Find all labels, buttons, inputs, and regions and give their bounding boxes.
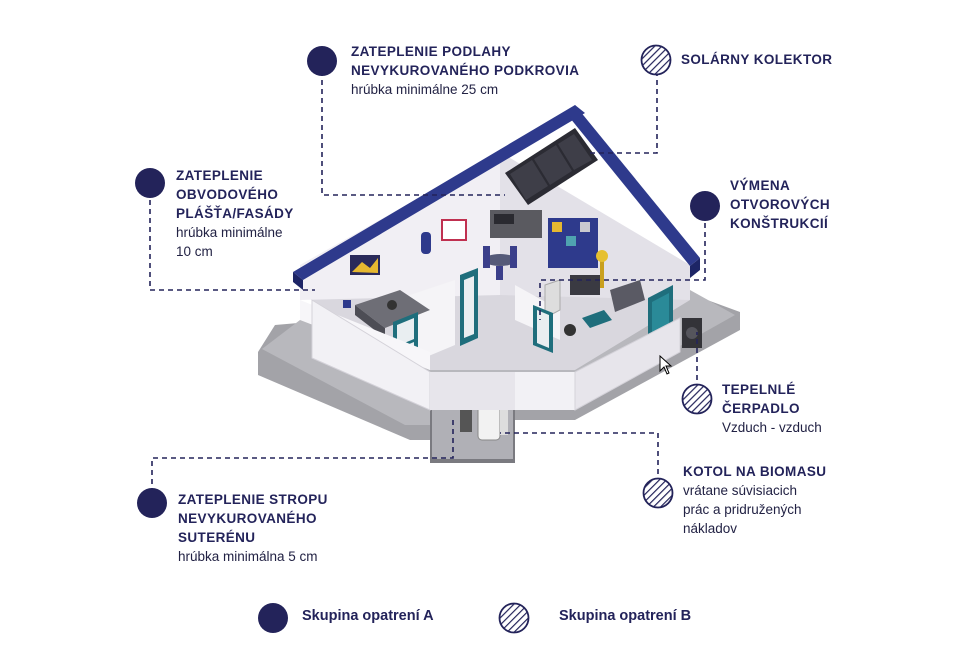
roof bbox=[293, 105, 700, 290]
legend-marker-b bbox=[498, 602, 530, 634]
markers bbox=[135, 44, 720, 518]
label-cerpadlo-title: TEPELNLÉ ČERPADLO bbox=[722, 382, 800, 416]
label-podlaha: ZATEPLENIE PODLAHY NEVYKUROVANÉHO PODKRO… bbox=[351, 42, 591, 99]
front-wall-middle bbox=[430, 372, 515, 410]
label-fasada-title: ZATEPLENIE OBVODOVÉHO PLÁŠŤA/FASÁDY bbox=[176, 168, 294, 221]
label-kotol-sub: vrátane súvisiacich prác a pridružených … bbox=[683, 483, 802, 536]
label-cerpadlo: TEPELNLÉ ČERPADLO Vzduch - vzduch bbox=[722, 380, 872, 437]
heat-pump-unit bbox=[682, 318, 702, 348]
label-vymena-title: VÝMENA OTVOROVÝCH KONŠTRUKCIÍ bbox=[730, 178, 831, 231]
label-vymena: VÝMENA OTVOROVÝCH KONŠTRUKCIÍ bbox=[730, 176, 870, 233]
label-solar-title: SOLÁRNY KOLEKTOR bbox=[681, 52, 833, 67]
mouse-cursor bbox=[659, 354, 673, 375]
label-solar: SOLÁRNY KOLEKTOR bbox=[681, 50, 881, 69]
bedroom bbox=[343, 232, 431, 338]
leader-solar bbox=[590, 62, 658, 154]
leader-kotol bbox=[500, 432, 659, 492]
window-front-middle bbox=[533, 305, 553, 353]
dining-table bbox=[483, 246, 517, 280]
label-strop-sub: hrúbka minimálna 5 cm bbox=[178, 549, 318, 564]
leader-fasada bbox=[149, 182, 315, 291]
label-podlaha-title: ZATEPLENIE PODLAHY NEVYKUROVANÉHO PODKRO… bbox=[351, 44, 580, 78]
label-fasada: ZATEPLENIE OBVODOVÉHO PLÁŠŤA/FASÁDY hrúb… bbox=[176, 166, 326, 261]
label-kotol: KOTOL NA BIOMASU vrátane súvisiacich prá… bbox=[683, 462, 853, 538]
leader-strop bbox=[151, 420, 454, 502]
solar-collector bbox=[505, 128, 598, 205]
living-room bbox=[544, 250, 645, 336]
marker-a-vymena bbox=[690, 191, 720, 221]
legend-label-b: Skupina opatrení B bbox=[559, 608, 692, 624]
legend-marker-a bbox=[258, 603, 288, 633]
leader-vymena bbox=[539, 205, 706, 320]
legend-label-a: Skupina opatrení A bbox=[302, 608, 434, 624]
label-podlaha-sub: hrúbka minimálne 25 cm bbox=[351, 82, 499, 97]
door-left bbox=[460, 268, 478, 346]
label-strop: ZATEPLENIE STROPU NEVYKUROVANÉHO SUTERÉN… bbox=[178, 490, 378, 566]
label-cerpadlo-sub: Vzduch - vzduch bbox=[722, 420, 822, 435]
front-wall-right-face bbox=[574, 317, 681, 411]
kitchen bbox=[350, 210, 598, 275]
label-fasada-sub: hrúbka minimálne 10 cm bbox=[176, 225, 283, 259]
label-strop-title: ZATEPLENIE STROPU NEVYKUROVANÉHO SUTERÉN… bbox=[178, 492, 328, 545]
marker-a-strop bbox=[137, 488, 167, 518]
marker-b-cerpadlo bbox=[681, 383, 713, 415]
marker-b-solar bbox=[640, 44, 672, 76]
marker-a-podlaha bbox=[307, 46, 337, 76]
front-wall-right bbox=[515, 372, 575, 410]
leader-podlaha bbox=[321, 62, 505, 196]
marker-b-kotol bbox=[642, 477, 674, 509]
marker-a-fasada bbox=[135, 168, 165, 198]
label-kotol-title: KOTOL NA BIOMASU bbox=[683, 464, 827, 479]
